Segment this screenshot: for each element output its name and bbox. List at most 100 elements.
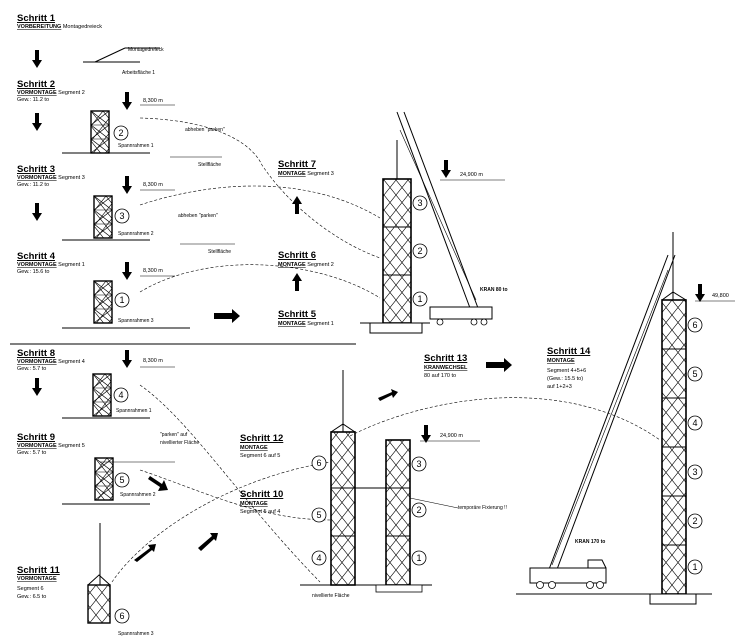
tower-1-seg-1: 1 (417, 294, 422, 304)
step-6: Schritt 6 MONTAGE Segment 2 (278, 250, 334, 291)
jig-label: Spannrahmen 1 (116, 408, 152, 414)
segment-4-number: 4 (118, 390, 123, 400)
step-10: Schritt 10 MONTAGE Segment 5 auf 4 (240, 489, 283, 515)
ground-label: nivellierte Fläche (312, 593, 350, 599)
step-11-phase: VORMONTAGE (17, 576, 57, 582)
step-14-title: Schritt 14 (547, 346, 591, 357)
tower-2b-seg-1: 1 (416, 553, 421, 563)
crane-80: KRAN 80 to (396, 111, 508, 326)
transport-path (139, 469, 331, 521)
step-5-text: MONTAGE Segment 1 (278, 321, 334, 327)
step-11-desc: Segment 6 (17, 586, 44, 592)
arrow-down-icon (441, 160, 451, 178)
segment-5-frame (94, 457, 114, 501)
step-8-weight: Gew.: 5.7 to (17, 366, 46, 372)
stellflaeche-label-1: Stellfläche (198, 162, 221, 168)
step-8: Schritt 8 VORMONTAGE Segment 4 Gew.: 5.7… (17, 348, 175, 419)
step-13-desc: 80 auf 170 to (424, 373, 456, 379)
arrow-down-icon (122, 262, 132, 280)
arrow-down-icon (122, 92, 132, 110)
step-11-title: Schritt 11 (17, 565, 60, 576)
step-13-title: Schritt 13 (424, 353, 467, 364)
jig-label: Spannrahmen 1 (118, 143, 154, 149)
segment-number-circle (113, 125, 129, 141)
segment-6-number: 6 (119, 611, 124, 621)
tower-1-body (382, 178, 412, 324)
crane-170-carrier (529, 567, 607, 584)
step-12-title: Schritt 12 (240, 433, 283, 444)
segment-number-circle (114, 292, 130, 308)
tower-3-seg-3: 3 (692, 467, 697, 477)
step-4-elevation: 8,300 m (143, 268, 163, 274)
arrow-icon (378, 389, 398, 401)
step-4-title: Schritt 4 (17, 251, 56, 262)
step-14-extra: auf 1+2+3 (547, 384, 572, 390)
arrow-down-icon (32, 378, 42, 396)
step-8-elevation: 8,300 m (143, 358, 163, 364)
arrow-icon (198, 533, 218, 551)
segment-1-number: 1 (119, 295, 124, 305)
step-9-weight: Gew.: 5.7 to (17, 450, 46, 456)
step-4-text: VORMONTAGE Segment 1 (17, 262, 85, 268)
park-label-2: abheben "parken" (178, 213, 218, 219)
step-5-title: Schritt 5 (278, 309, 317, 320)
arrow-down-icon (695, 284, 705, 302)
step-6-text: MONTAGE Segment 2 (278, 262, 334, 268)
step-12-desc: Segment 6 auf 5 (240, 453, 280, 459)
jig-label: Spannrahmen 2 (118, 231, 154, 237)
bracing-label: temporäre Fixierung !! (458, 505, 507, 511)
step-11: Schritt 11 VORMONTAGE Segment 6 Gew.: 6.… (17, 523, 154, 637)
step-2-title: Schritt 2 (17, 79, 55, 90)
segment-2-frame (90, 110, 110, 154)
arrow-down-icon (421, 425, 431, 443)
step-10-phase: MONTAGE (240, 501, 268, 507)
arrow-right-icon (214, 309, 240, 323)
step-3-text: VORMONTAGE Segment 3 (17, 175, 85, 181)
step-2-weight: Gew.: 11.2 to (17, 97, 49, 103)
tower-3-seg-1: 1 (692, 562, 697, 572)
step-7-title: Schritt 7 (278, 159, 316, 170)
segment-1-frame (93, 280, 113, 324)
crane-170-label: KRAN 170 to (575, 539, 605, 545)
step-1: Schritt 1 VORBEREITUNG Montagedreieck Mo… (17, 13, 164, 76)
tower-1-seg-2: 2 (417, 246, 422, 256)
arrow-down-icon (32, 50, 42, 68)
step-4: Schritt 4 VORMONTAGE Segment 1 Gew.: 15.… (17, 251, 190, 329)
tower-2-elevation: 24,900 m (440, 433, 463, 439)
transport-path (349, 397, 661, 441)
tower-3-foundation (649, 593, 697, 605)
segment-3-number: 3 (119, 211, 124, 221)
arrow-right-icon (486, 358, 512, 372)
transport-path (139, 264, 381, 299)
step-13-phase: KRANWECHSEL (424, 365, 468, 371)
step-8-title: Schritt 8 (17, 348, 55, 359)
park-label-3b: nivellierter Fläche (160, 440, 199, 446)
arrow-down-icon (122, 176, 132, 194)
crane-170-boom (547, 254, 676, 573)
step-14-desc: Segment 4+5+6 (547, 368, 586, 374)
stellflaeche-label-2: Stellfläche (208, 249, 231, 255)
jig-label: Spannrahmen 3 (118, 631, 154, 637)
tower-2a-seg-4: 4 (316, 553, 321, 563)
segment-4-frame (92, 373, 112, 417)
park-label-3: "parken" auf (160, 432, 188, 438)
tower-2b-body (385, 439, 411, 586)
brace-leader (409, 497, 459, 509)
step-10-title: Schritt 10 (240, 489, 283, 500)
segment-6-frame (87, 584, 111, 624)
step-13: Schritt 13 KRANWECHSEL 80 auf 170 to (424, 353, 512, 379)
arrow-up-icon (292, 273, 302, 291)
segment-5-number: 5 (119, 475, 124, 485)
transport-path (139, 117, 381, 259)
montagedreieck-shape (83, 47, 160, 63)
tower-1-foundation (369, 322, 423, 334)
tower-3-seg-5: 5 (692, 369, 697, 379)
step-3-elevation: 8,300 m (143, 182, 163, 188)
segment-3-frame (93, 195, 113, 239)
step-14: Schritt 14 MONTAGE Segment 4+5+6 (Gew.: … (547, 346, 591, 390)
step-1-text: VORBEREITUNG Montagedreieck (17, 24, 102, 30)
park-label-1: abheben "parken" (185, 127, 225, 133)
tower-2a: 6 5 4 (311, 370, 356, 586)
step-10-desc: Segment 5 auf 4 (240, 509, 280, 515)
